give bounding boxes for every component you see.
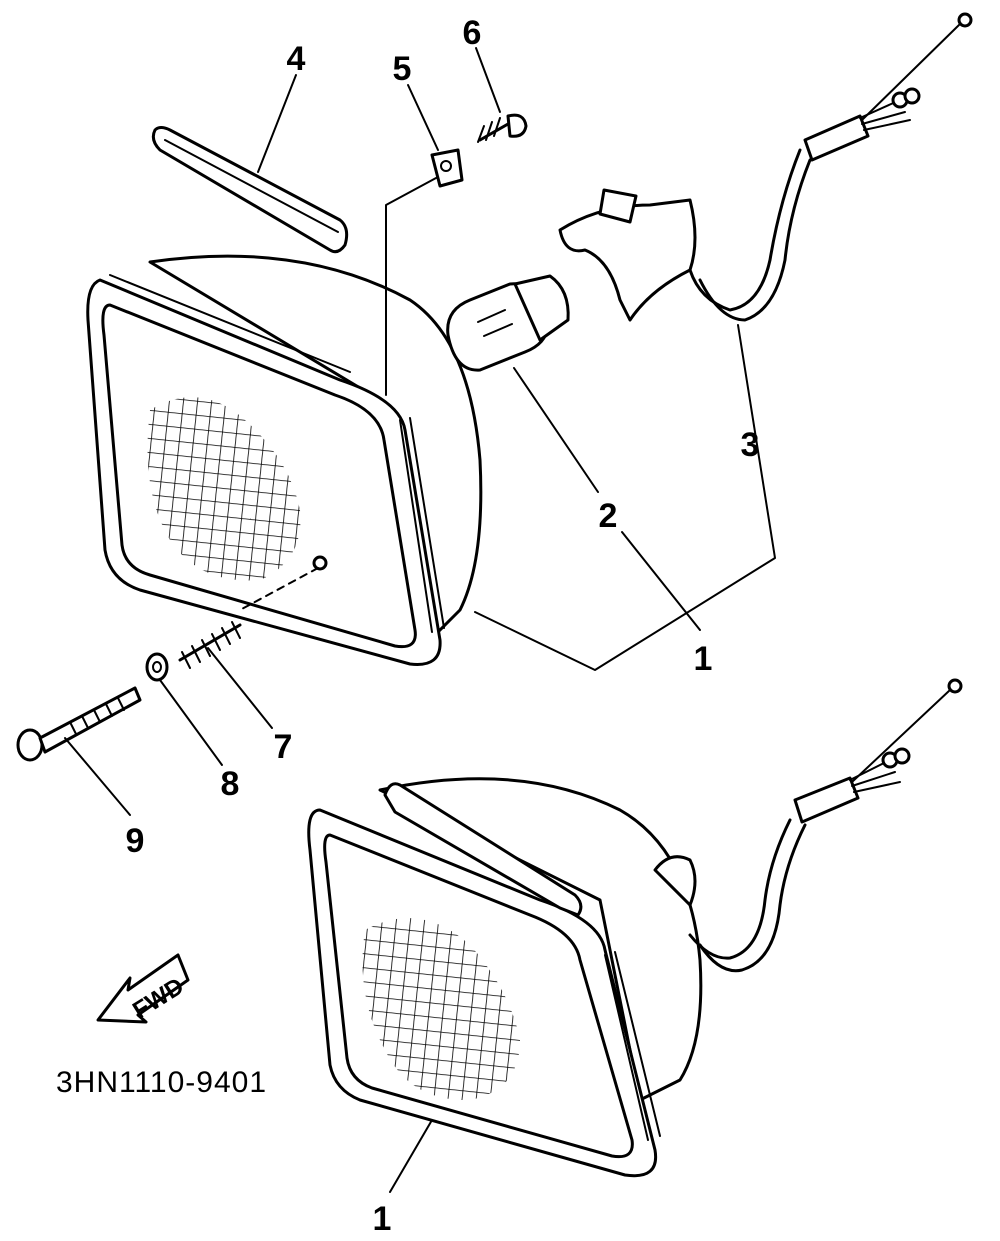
nut (430, 148, 464, 188)
adjusting-screw (16, 686, 142, 762)
bulb (446, 274, 570, 372)
callout-2: 2 (599, 497, 618, 535)
spring (178, 621, 242, 669)
socket-cord (558, 12, 973, 322)
part-callouts: 4 5 6 3 2 1 7 8 9 1 (126, 14, 760, 1238)
callout-1-upper: 1 (694, 640, 713, 678)
drawing-code: 3HN1110-9401 (56, 1066, 267, 1099)
rim-strip (151, 126, 349, 254)
callout-5: 5 (393, 50, 412, 88)
callout-4: 4 (287, 40, 306, 78)
callout-7: 7 (274, 728, 293, 766)
callout-6: 6 (463, 14, 482, 52)
forward-direction-arrow: FWD (96, 953, 190, 1024)
washer (145, 652, 169, 682)
leader-lines (64, 47, 776, 1193)
callout-1-lower: 1 (373, 1200, 392, 1238)
upper-headlight-unit (86, 254, 483, 666)
screw (477, 113, 528, 143)
callout-9: 9 (126, 822, 145, 860)
callout-3: 3 (741, 426, 760, 464)
callout-8: 8 (221, 765, 240, 803)
lower-headlight-unit (307, 678, 963, 1178)
